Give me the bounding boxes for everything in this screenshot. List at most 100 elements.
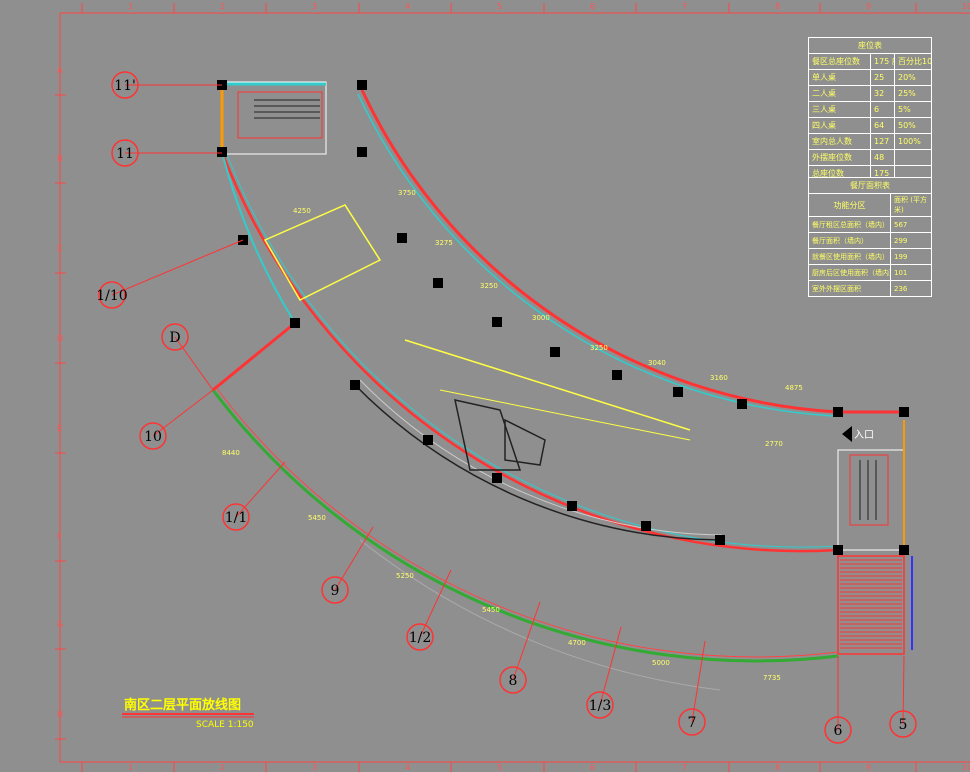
dimension-label: 4875	[785, 384, 803, 392]
column	[641, 521, 651, 531]
area-col-size: 面积 (平方米)	[894, 196, 927, 214]
area-table-cell: 299	[894, 236, 908, 245]
dimension-label: 3160	[710, 374, 728, 382]
ruler-left-label: H	[57, 710, 63, 719]
dimension-label: 5250	[396, 572, 414, 580]
column	[397, 233, 407, 243]
seat-table-cell: 32	[871, 86, 895, 101]
seat-table-cell	[895, 150, 931, 165]
seat-table-cell: 二人桌	[809, 86, 871, 101]
area-table-col-head: 功能分区 面积 (平方米)	[809, 194, 931, 217]
axis-label: 11	[116, 146, 134, 162]
ruler-top-label: 8	[775, 2, 780, 11]
axis-label: 10	[144, 429, 162, 445]
dimension-label: 4250	[293, 207, 311, 215]
column	[550, 347, 560, 357]
ruler-left-label: C	[57, 244, 63, 253]
axis-bubble	[111, 139, 139, 167]
ruler-bottom-label: 1	[128, 763, 133, 772]
column	[833, 545, 843, 555]
axis-label: 9	[331, 583, 340, 599]
ruler-top-label: 4	[405, 2, 410, 11]
axis-bubble	[321, 576, 349, 604]
column	[290, 318, 300, 328]
axis-label: 1/1	[225, 510, 248, 526]
column	[357, 147, 367, 157]
area-table-cell: 就餐区使用面积（墙内）	[809, 249, 891, 264]
area-col-zone: 功能分区	[809, 194, 891, 216]
seat-table-cell: 48	[871, 150, 895, 165]
ruler-bottom-label: 5	[497, 763, 502, 772]
seat-table-cell: 单人桌	[809, 70, 871, 85]
column	[833, 407, 843, 417]
dimension-label: 5450	[482, 606, 500, 614]
seat-table-cell: 外摆座位数	[809, 150, 871, 165]
area-table-header: 餐厅面积表	[809, 178, 931, 194]
area-table-cell: 236	[894, 284, 908, 293]
ruler-top-label: 9	[866, 2, 871, 11]
column	[715, 535, 725, 545]
seat-table-cell: 6	[871, 102, 895, 117]
axis-bubble	[98, 281, 126, 309]
axis-bubble	[222, 503, 250, 531]
seat-table-cell: 25	[871, 70, 895, 85]
axis-label: D	[169, 330, 180, 346]
ruler-bottom-label: 10	[962, 763, 970, 772]
seat-table-cell: 三人桌	[809, 102, 871, 117]
ruler-top-label: 3	[312, 2, 317, 11]
axis-bubble	[139, 422, 167, 450]
column	[350, 380, 360, 390]
dimension-label: 3000	[532, 314, 550, 322]
seat-table-cell: 50%	[898, 121, 916, 130]
ruler-bottom-label: 6	[590, 763, 595, 772]
dimension-label: 2770	[765, 440, 783, 448]
ruler-top-label: 7	[682, 2, 687, 11]
axis-bubble	[499, 666, 527, 694]
entrance-label: 入口	[854, 430, 874, 441]
area-table-row: 餐厅面积（墙内）299	[809, 233, 931, 249]
axis-label: 7	[688, 715, 697, 731]
ruler-left-label: E	[57, 424, 62, 433]
ruler-left-label: F	[57, 532, 62, 541]
ruler-bottom-label: 4	[405, 763, 410, 772]
area-table-row: 厨房后区使用面积（墙内）101	[809, 265, 931, 281]
seat-table-cell: 室内总人数	[809, 134, 871, 149]
dimension-label: 3040	[648, 359, 666, 367]
dimension-label: 7735	[763, 674, 781, 682]
column	[899, 407, 909, 417]
area-table-cell: 567	[894, 220, 908, 229]
column	[423, 435, 433, 445]
seat-table-cell: 175 座	[871, 54, 895, 69]
area-table-row: 餐厅租区总面积（墙内）567	[809, 217, 931, 233]
dimension-label: 8440	[222, 449, 240, 457]
axis-label: 8	[509, 673, 518, 689]
ruler-left-label: A	[57, 66, 63, 75]
axis-bubble	[889, 710, 917, 738]
ruler-top-label: 5	[497, 2, 502, 11]
axis-label: 1/3	[589, 698, 612, 714]
column	[217, 147, 227, 157]
ruler-top-label: 10	[962, 2, 970, 11]
ruler-bottom-label: 3	[312, 763, 317, 772]
seat-table-cell: 100%	[898, 137, 921, 146]
column	[357, 80, 367, 90]
ruler-left-label: B	[57, 154, 63, 163]
ruler-bottom-label: 9	[866, 763, 871, 772]
dimension-label: 3250	[480, 282, 498, 290]
seat-table-cell: 5%	[898, 105, 911, 114]
ruler-left-label: D	[57, 334, 63, 343]
axis-label: 6	[834, 723, 843, 739]
axis-bubble	[678, 708, 706, 736]
area-table-row: 就餐区使用面积（墙内）199	[809, 249, 931, 265]
seat-table-cell: 25%	[898, 89, 916, 98]
drawing-scale: SCALE 1:150	[196, 720, 254, 730]
seat-table-cell: 127	[871, 134, 895, 149]
